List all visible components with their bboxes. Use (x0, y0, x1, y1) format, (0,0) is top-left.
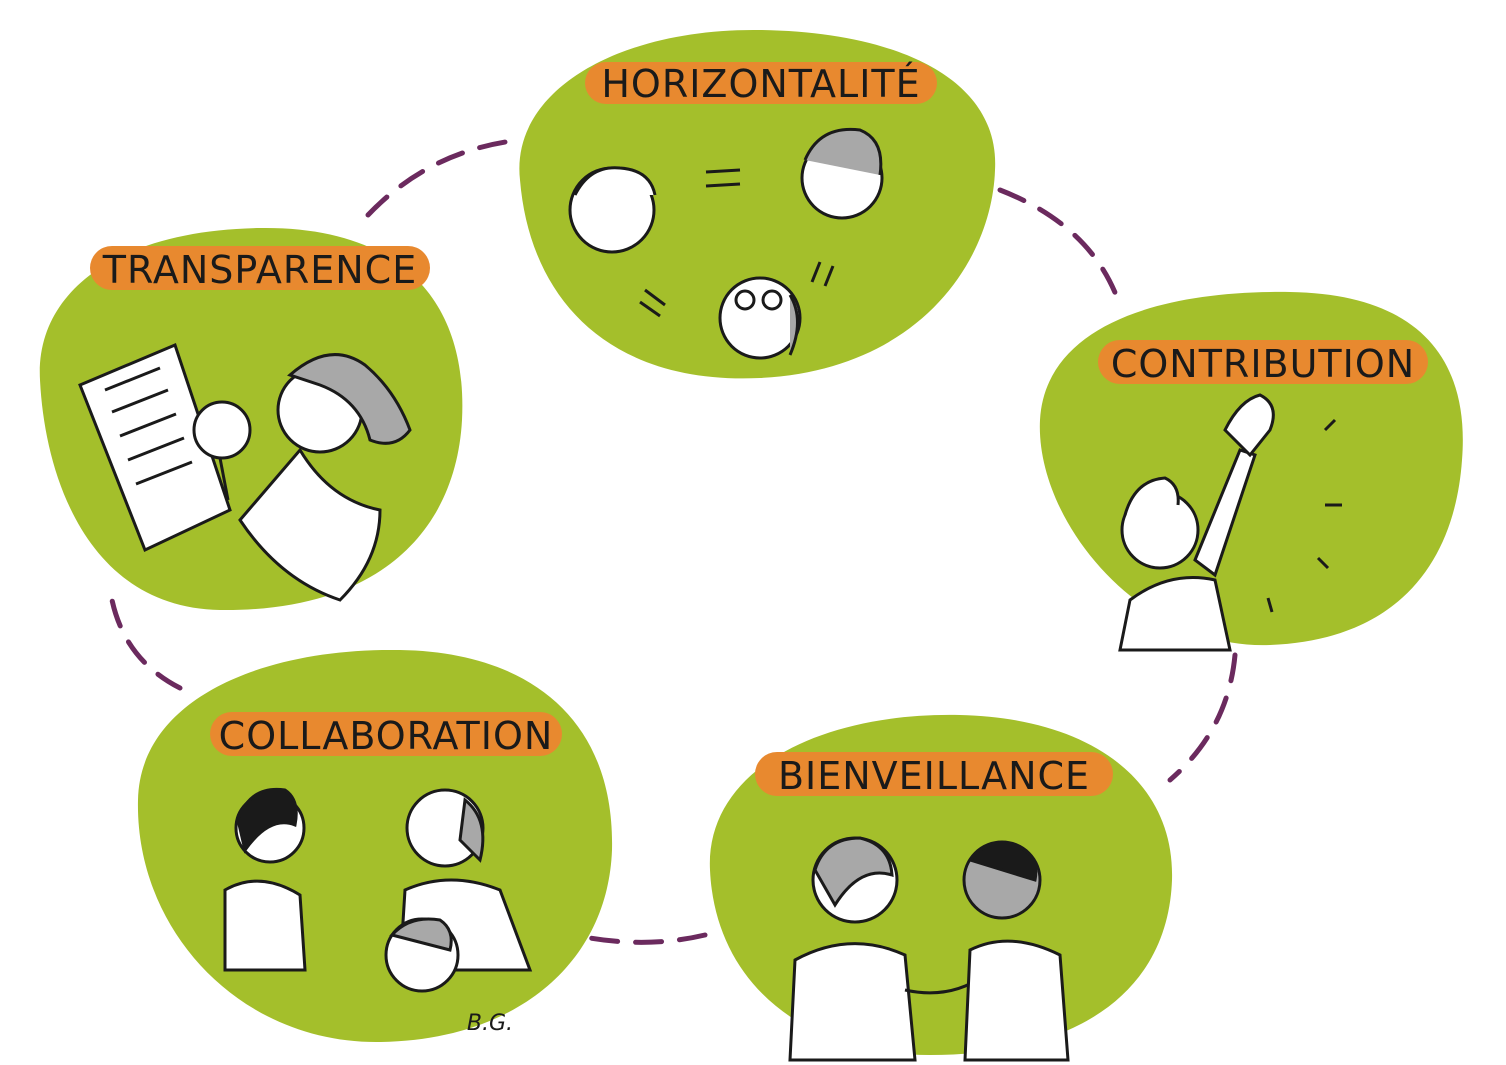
connector-horizontalite-contribution (997, 187, 1121, 303)
signature: B.G. (467, 1011, 513, 1036)
blob-collaboration (137, 649, 613, 1043)
label-highlight-contribution (1098, 340, 1428, 384)
label-highlight-collaboration (210, 712, 562, 756)
two-people-supporting-illustration (788, 836, 1070, 1062)
label-contribution: CONTRIBUTION (1111, 342, 1415, 386)
label-highlight-horizontalite (585, 62, 937, 104)
face-glasses-man-icon (718, 276, 802, 360)
label-transparence: TRANSPARENCE (102, 248, 417, 292)
woman-with-magnifying-glass-illustration (78, 342, 412, 602)
node-collaboration: COLLABORATION B.G. (137, 649, 613, 1043)
label-highlight-transparence (90, 246, 430, 290)
node-bienveillance: BIENVEILLANCE (709, 714, 1173, 1062)
document-icon (78, 342, 232, 553)
node-horizontalite: HORIZONTALITÉ (519, 29, 996, 379)
group-of-three-talking-illustration (223, 787, 533, 993)
raised-hand-icon (1223, 393, 1275, 458)
blob-horizontalite (519, 29, 996, 379)
raised-arm (1193, 448, 1257, 578)
label-horizontalite: HORIZONTALITÉ (601, 62, 920, 106)
connector-collaboration-transparence (109, 597, 183, 691)
label-bienveillance: BIENVEILLANCE (778, 754, 1090, 798)
label-collaboration: COLLABORATION (219, 714, 554, 758)
three-equal-faces-illustration (568, 127, 884, 360)
person-raising-hand-illustration (1118, 393, 1342, 652)
cycle-connectors (109, 137, 1238, 945)
label-highlight-bienveillance (755, 752, 1113, 796)
node-contribution: CONTRIBUTION (1039, 291, 1463, 652)
connector-contribution-bienveillance (1167, 652, 1238, 783)
magnifying-glass-icon (192, 400, 252, 460)
connector-bienveillance-collaboration (587, 932, 708, 945)
connector-transparence-horizontalite (365, 137, 523, 218)
node-transparence: TRANSPARENCE (39, 227, 463, 611)
